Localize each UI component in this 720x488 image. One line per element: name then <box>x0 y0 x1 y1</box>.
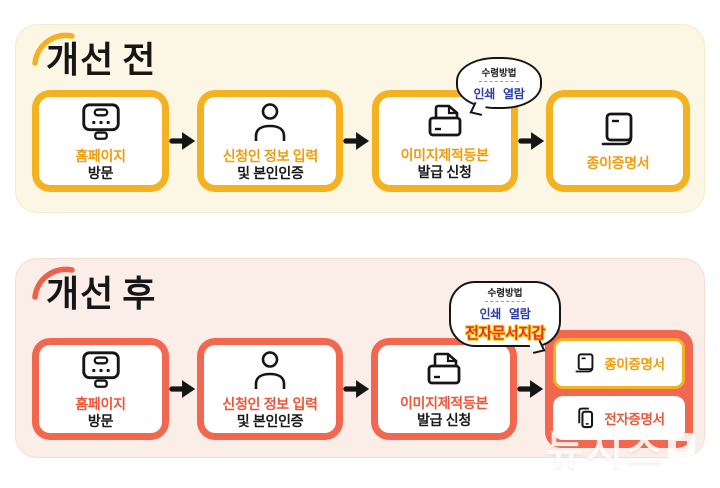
step-homepage-visit: 홈페이지 방문 <box>32 338 169 440</box>
step-label-2: 및 본인인증 <box>236 412 304 429</box>
phone-certificate-icon <box>578 407 594 429</box>
step-label-2: 발급 신청 <box>417 163 472 180</box>
paper-certificate-box: 종이증명서 <box>553 338 685 389</box>
bubble-header: 수령방법 <box>484 285 526 302</box>
watermark: 뉴시스 <box>546 416 696 476</box>
bubble-options: 인쇄 열람 <box>474 85 525 102</box>
monitor-icon <box>81 350 120 388</box>
arrow-icon <box>343 132 370 150</box>
step-label-2: 방문 <box>87 412 114 429</box>
step-label-2: 방문 <box>87 164 114 181</box>
step-card: 종이증명서 <box>552 97 683 185</box>
arc-decoration <box>32 32 75 66</box>
paper-certificate-icon <box>601 112 633 146</box>
flow-before: 홈페이지 방문 신청인 정보 입력 및 본인인증 <box>32 89 690 193</box>
digital-certificate-box: 전자증명서 <box>553 395 685 440</box>
title-strong: 후 <box>122 274 157 314</box>
arrow-icon <box>517 380 544 398</box>
step-card: 홈페이지 방문 <box>39 345 162 433</box>
result-label: 전자증명서 <box>604 411 665 427</box>
arrow-icon <box>518 132 544 150</box>
watermark-logo-mark <box>668 432 696 460</box>
step-label-1: 신청인 정보 입력 <box>222 147 319 164</box>
step-card: 신청인 정보 입력 및 본인인증 <box>204 345 336 433</box>
title-strong: 전 <box>122 40 157 80</box>
delivery-method-bubble-after: 수령방법 인쇄 열람 전자문서지갑 <box>449 281 561 354</box>
result-label: 종이증명서 <box>604 357 665 373</box>
step-applicant-info: 신청인 정보 입력 및 본인인증 <box>197 90 344 192</box>
title-regular: 개선 <box>46 40 115 80</box>
printer-icon <box>427 352 461 384</box>
watermark-text: 뉴시스 <box>546 427 666 473</box>
bubble-options: 인쇄 열람 <box>480 305 531 322</box>
paper-certificate-icon <box>575 353 594 373</box>
step-label-1: 신청인 정보 입력 <box>222 395 318 412</box>
bubble-highlight-digital-wallet: 전자문서지갑 <box>465 325 545 342</box>
step-label-1: 종이증명서 <box>586 155 650 171</box>
step-card: 신청인 정보 입력 및 본인인증 <box>204 97 337 185</box>
step-label-2: 및 본인인증 <box>237 164 304 181</box>
step-label-1: 홈페이지 <box>75 147 126 164</box>
arrow-icon <box>169 380 196 398</box>
step-card: 이미지제적등본 발급 신청 <box>378 97 511 185</box>
title-regular: 개선 <box>46 274 115 314</box>
step-homepage-visit: 홈페이지 방문 <box>32 90 169 192</box>
person-icon <box>254 350 286 389</box>
flow-after: 홈페이지 방문 신청인 정보 입력 및 본인인증 <box>32 329 693 449</box>
bubble-option-print: 인쇄 <box>473 86 496 101</box>
monitor-icon <box>81 102 120 140</box>
bubble-option-view: 열람 <box>503 86 525 101</box>
bubble-header: 수령방법 <box>478 65 520 82</box>
step-label-1: 홈페이지 <box>75 395 126 412</box>
printer-icon <box>428 104 462 136</box>
delivery-method-bubble-before: 수령방법 인쇄 열람 <box>456 57 542 116</box>
person-icon <box>255 102 286 141</box>
arc-decoration <box>32 266 75 300</box>
step-label-1: 이미지제적등본 <box>399 394 489 411</box>
step-card: 이미지제적등본 발급 신청 <box>378 345 510 433</box>
step-issuance-request: 이미지제적등본 발급 신청 <box>371 338 517 440</box>
step-label-2: 발급 신청 <box>417 411 471 428</box>
bubble-option-print: 인쇄 <box>479 307 502 321</box>
step-paper-certificate: 종이증명서 <box>545 90 690 192</box>
arrow-icon <box>169 132 196 150</box>
results-group: 종이증명서 전자증명서 <box>545 330 693 448</box>
step-applicant-info: 신청인 정보 입력 및 본인인증 <box>197 338 343 440</box>
step-label-1: 이미지제적등본 <box>400 146 489 163</box>
bubble-option-view: 열람 <box>509 307 531 321</box>
step-card: 홈페이지 방문 <box>39 97 162 185</box>
arrow-icon <box>343 380 370 398</box>
